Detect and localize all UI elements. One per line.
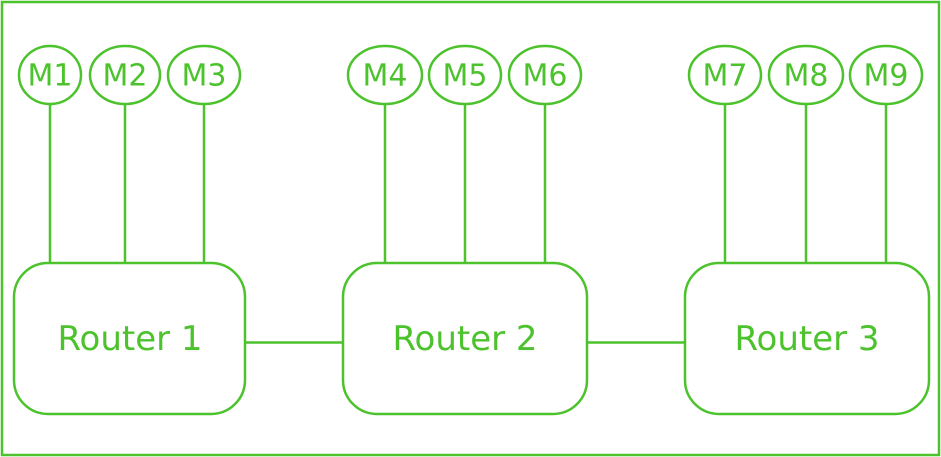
machine-m2-label: M2 bbox=[103, 59, 148, 94]
machine-m1-label: M1 bbox=[28, 59, 73, 94]
router-3-box bbox=[683, 261, 931, 416]
machine-m7: M7 bbox=[687, 44, 763, 106]
router-1: Router 1 bbox=[12, 261, 247, 416]
machine-m5-label: M5 bbox=[443, 59, 488, 94]
router-2-box bbox=[341, 261, 589, 416]
machine-m6: M6 bbox=[507, 44, 583, 106]
machine-m7-node bbox=[687, 44, 763, 106]
machine-m1-node bbox=[17, 44, 83, 106]
router-1-box bbox=[12, 261, 247, 416]
machine-m9-label: M9 bbox=[864, 59, 909, 94]
machine-m3-node bbox=[166, 44, 242, 106]
router-2-label: Router 2 bbox=[392, 319, 537, 359]
machine-m1: M1 bbox=[17, 44, 83, 106]
router-1-label: Router 1 bbox=[57, 319, 202, 359]
machine-m4: M4 bbox=[346, 44, 424, 106]
machine-m5-node bbox=[427, 44, 503, 106]
machine-connections bbox=[48, 104, 888, 263]
machine-m8: M8 bbox=[767, 44, 845, 106]
machine-m6-node bbox=[507, 44, 583, 106]
machine-m9-node bbox=[848, 44, 924, 106]
machine-m4-label: M4 bbox=[363, 59, 408, 94]
router-3: Router 3 bbox=[683, 261, 931, 416]
router-3-label: Router 3 bbox=[734, 319, 879, 359]
machine-m9: M9 bbox=[848, 44, 924, 106]
machine-m5: M5 bbox=[427, 44, 503, 106]
machine-m2: M2 bbox=[88, 44, 162, 106]
machine-m4-node bbox=[346, 44, 424, 106]
machine-m6-label: M6 bbox=[523, 59, 568, 94]
machine-m7-label: M7 bbox=[703, 59, 748, 94]
machine-m3: M3 bbox=[166, 44, 242, 106]
machine-m8-label: M8 bbox=[784, 59, 829, 94]
machine-m8-node bbox=[767, 44, 845, 106]
machine-m3-label: M3 bbox=[182, 59, 227, 94]
machine-m2-node bbox=[88, 44, 162, 106]
router-2: Router 2 bbox=[341, 261, 589, 416]
